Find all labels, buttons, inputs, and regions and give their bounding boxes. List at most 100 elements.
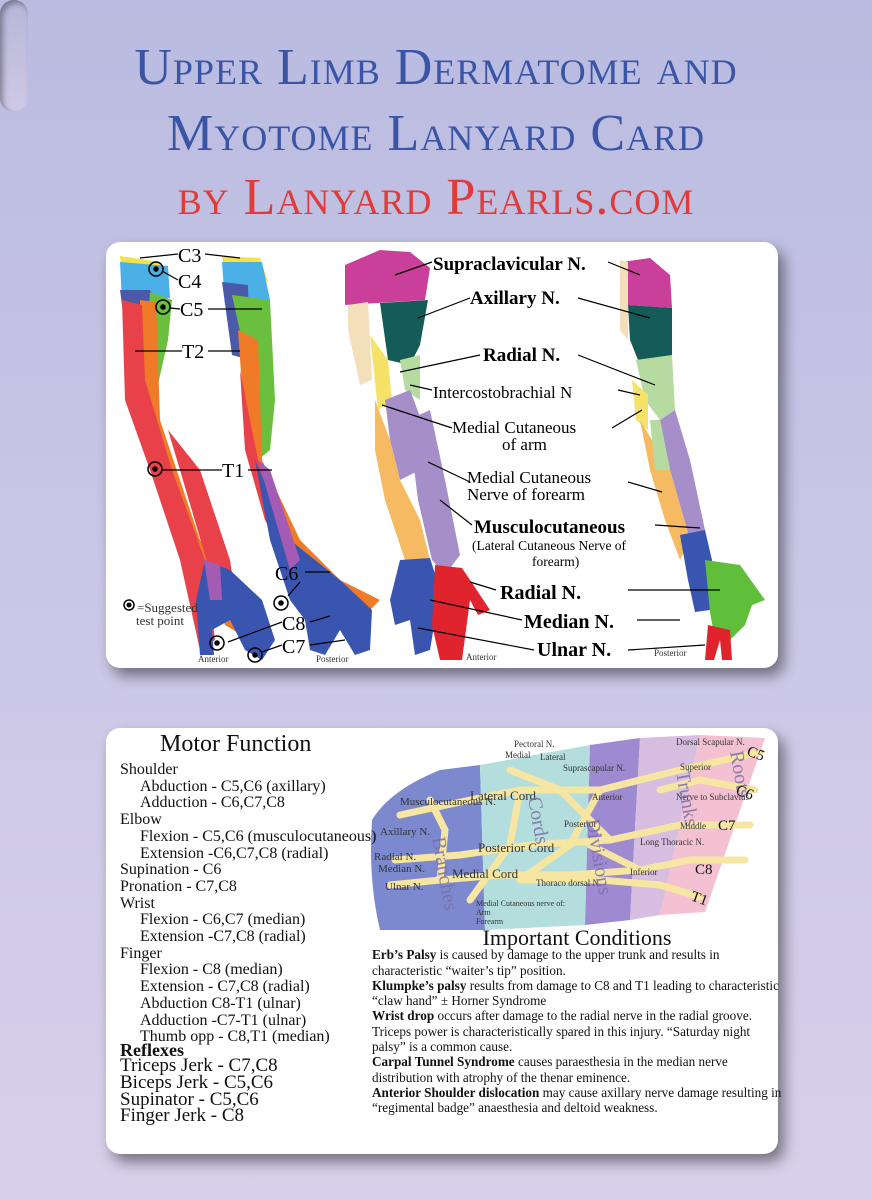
title-line-1: Upper Limb Dermatome and <box>134 39 738 96</box>
plexus-label-posterior-division: Posterior <box>564 819 597 829</box>
brachial-plexus-diagram: Pectoral N. Medial Lateral Dorsal Scapul… <box>371 735 767 930</box>
condition-name: Carpal Tunnel Syndrome <box>372 1054 515 1070</box>
plexus-label-pectoral: Pectoral N. <box>514 739 555 749</box>
nerve-label-medial-cutaneous-forearm-2: Nerve of forearm <box>467 485 585 504</box>
label-anterior-2: Anterior <box>466 652 497 662</box>
plexus-label-forearm: Forearm <box>476 917 504 926</box>
condition-text: is caused by damage to the upper trunk a… <box>372 947 720 978</box>
motor-function-title: Motor Function <box>160 731 312 757</box>
plexus-label-lateral-cord: Lateral Cord <box>470 788 537 803</box>
plexus-label-medial-cord: Medial Cord <box>452 866 519 881</box>
nerve-label-median: Median N. <box>524 611 614 633</box>
plexus-label-medial: Medial <box>505 750 531 760</box>
condition-name: Klumpke’s palsy <box>372 977 467 993</box>
nerve-label-musculocutaneous: Musculocutaneous <box>474 517 625 538</box>
label-posterior-1: Posterior <box>316 654 349 664</box>
condition-text: causes paraesthesia in the median nerve … <box>372 1054 728 1085</box>
root-label-c8: C8 <box>695 862 713 878</box>
plexus-label-radial: Radial N. <box>374 851 416 863</box>
motor-function-line: Finger <box>120 944 162 962</box>
root-label-c7: C7 <box>718 818 736 834</box>
plexus-label-thoracodorsal: Thoraco dorsal N. <box>536 878 601 888</box>
reflex-line: Biceps Jerk - C5,C6 <box>120 1071 274 1093</box>
nerve-label-medial-cutaneous-forearm-1: Medial Cutaneous <box>467 468 591 487</box>
dermatome-arm-anterior <box>120 256 275 660</box>
root-label-c6: C6 <box>734 783 756 804</box>
front-card-illustration: C3 C4 C5 T2 T1 C6 C8 C7 =Suggested test … <box>120 245 765 664</box>
dermatome-label-t2: T2 <box>182 341 204 363</box>
test-point-markers <box>123 261 289 663</box>
dermatome-arm-posterior <box>222 256 380 655</box>
conditions-list: Erb’s Palsy is caused by damage to the u… <box>372 947 782 1115</box>
dermatome-label-c7: C7 <box>282 636 305 658</box>
nerve-arm-anterior <box>345 250 490 660</box>
dermatome-label-c8: C8 <box>282 613 305 635</box>
nerve-arm-posterior <box>620 258 765 660</box>
motor-function-line: Flexion - C5,C6 (musculocutaneous) <box>140 827 377 845</box>
plexus-label-middle: Middle <box>680 821 706 831</box>
reflex-line: Triceps Jerk - C7,C8 <box>120 1055 278 1076</box>
nerve-label-radial-lower: Radial N. <box>500 582 581 604</box>
plexus-label-anterior: Anterior <box>592 792 623 802</box>
condition-item: Anterior Shoulder dislocation may cause … <box>372 1085 782 1116</box>
plexus-label-musculocutaneous: Musculocutaneous N. <box>400 796 496 808</box>
motor-function-line: Extension -C7,C8 (radial) <box>140 928 306 946</box>
motor-function-line: Shoulder <box>120 761 178 778</box>
nerve-leader-lines <box>381 261 720 651</box>
motor-function-line: Adduction - C6,C7,C8 <box>140 794 285 812</box>
reflexes-title: Reflexes <box>120 1040 184 1060</box>
condition-item: Klumpke’s palsy results from damage to C… <box>372 978 782 1009</box>
plexus-label-long-thoracic: Long Thoracic N. <box>640 837 704 847</box>
plexus-label-suprascapular: Suprascapular N. <box>563 763 625 773</box>
condition-text: results from damage to C8 and T1 leading… <box>372 977 779 1009</box>
motor-function-line: Extension - C7,C8 (radial) <box>140 978 310 996</box>
nerve-label-lateral-cutaneous-2: forearm) <box>532 554 579 569</box>
plexus-label-nerve-to-subclavius: Nerve to Subclavius <box>676 792 749 802</box>
legend-suggested: =Suggested <box>137 600 198 615</box>
motor-function-line: Wrist <box>120 894 155 912</box>
nerve-label-supraclavicular: Supraclavicular N. <box>433 254 586 275</box>
label-posterior-2: Posterior <box>654 648 687 658</box>
condition-name: Anterior Shoulder dislocation <box>372 1084 540 1100</box>
plexus-label-median: Median N. <box>378 863 425 875</box>
motor-function-line: Supination - C6 <box>120 861 222 879</box>
condition-item: Erb’s Palsy is caused by damage to the u… <box>372 947 782 978</box>
reflex-line: Supinator - C5,C6 <box>120 1088 259 1110</box>
condition-text: may cause axillary nerve damage resultin… <box>372 1084 782 1116</box>
dermatome-label-c3: C3 <box>178 245 201 267</box>
reflex-line: Finger Jerk - C8 <box>120 1105 245 1127</box>
dermatome-label-t1: T1 <box>222 460 244 482</box>
label-anterior-1: Anterior <box>198 654 229 664</box>
nerve-label-lateral-cutaneous-1: (Lateral Cutaneous Nerve of <box>472 538 627 553</box>
plexus-label-inferior: Inferior <box>630 867 657 877</box>
plexus-label-superior: Superior <box>680 762 711 772</box>
motor-function-line: Thumb opp - C8,T1 (median) <box>140 1028 330 1046</box>
nerve-label-intercostobrachial: Intercostobrachial N <box>433 383 572 402</box>
plexus-label-lateral: Lateral <box>540 752 566 762</box>
motor-function-line: Flexion - C6,C7 (median) <box>140 911 306 929</box>
dermatome-label-c6: C6 <box>275 563 298 585</box>
motor-function-line: Elbow <box>120 811 162 829</box>
root-label-t1: T1 <box>689 889 710 910</box>
lanyard-slot-back <box>0 0 28 112</box>
motor-function-line: Adduction -C7-T1 (ulnar) <box>140 1011 307 1029</box>
motor-function-line: Abduction C8-T1 (ulnar) <box>140 994 301 1012</box>
motor-function-line: Abduction - C5,C6 (axillary) <box>140 777 326 795</box>
dermatome-label-c4: C4 <box>178 271 201 293</box>
legend-test-point: test point <box>136 613 184 628</box>
dermatome-label-c5: C5 <box>180 299 203 321</box>
motor-function-line: Flexion - C8 (median) <box>140 961 283 979</box>
important-conditions-section: Important Conditions Erb’s Palsy is caus… <box>372 926 782 1116</box>
plexus-label-medial-cutaneous: Medial Cutaneous nerve of: <box>476 899 565 908</box>
plexus-label-ulnar: Ulnar N. <box>385 881 424 893</box>
nerve-label-axillary: Axillary N. <box>470 288 560 309</box>
plexus-label-arm: Arm <box>476 908 491 917</box>
condition-name: Erb’s Palsy <box>372 947 437 963</box>
nerve-label-ulnar: Ulnar N. <box>537 639 611 661</box>
dermatome-leader-lines <box>135 253 346 653</box>
plexus-label-posterior-cord: Posterior Cord <box>478 840 555 855</box>
condition-item: Wrist drop occurs after damage to the ra… <box>372 1008 782 1054</box>
